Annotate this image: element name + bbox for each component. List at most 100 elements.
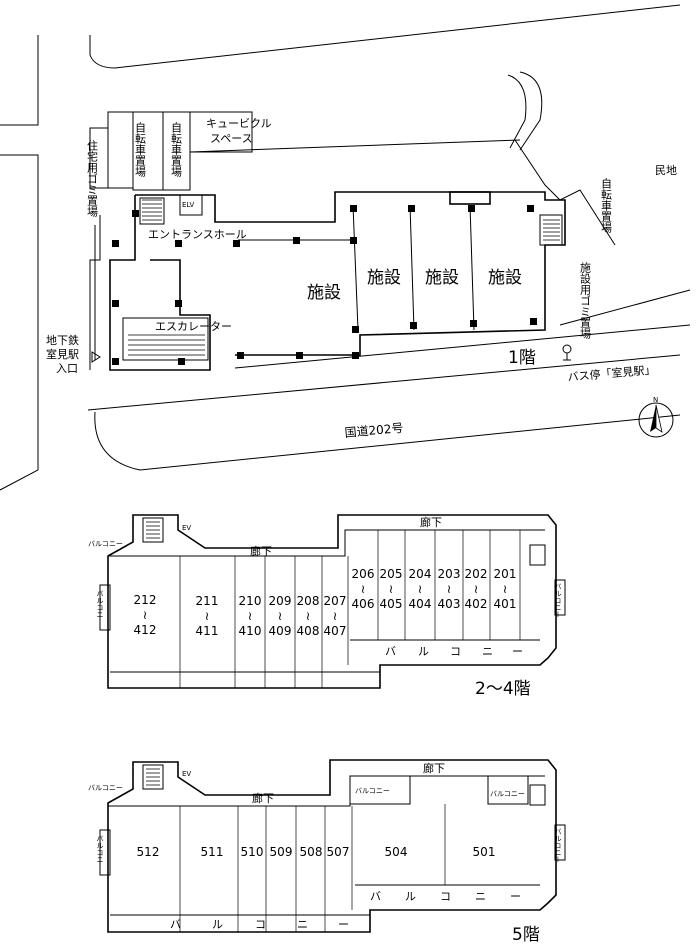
balcony-char: コ xyxy=(450,645,461,658)
road-label: 国道202号 xyxy=(344,421,404,440)
room-range-mark: ≀ xyxy=(389,582,394,596)
corridor-label-floor5-a: 廊下 xyxy=(252,791,274,805)
room-number-lower: 406 xyxy=(352,597,375,611)
room-number-upper: 211 xyxy=(196,594,219,608)
escalator-label: エスカレーター xyxy=(155,320,232,333)
pillar xyxy=(470,320,477,327)
corridor-wall-floor2-4 xyxy=(178,529,545,557)
stairs-left-box xyxy=(139,197,165,225)
room-range-mark: ≀ xyxy=(503,582,508,596)
balcony-top-left-label-floor2-4: バルコニー xyxy=(88,540,123,548)
balcony-char: バ xyxy=(370,890,381,903)
room-number-lower: 402 xyxy=(465,597,488,611)
balcony-mid-label-floor5: バルコニー xyxy=(355,787,390,795)
escalator-steps xyxy=(128,334,205,356)
room-number: 504 xyxy=(385,845,408,859)
pillar xyxy=(112,240,119,247)
building-outline-floor1 xyxy=(135,191,566,356)
stairs-left xyxy=(142,199,162,221)
site-top-boundary xyxy=(89,4,681,69)
pillar xyxy=(350,205,357,212)
pillar xyxy=(112,300,119,307)
room-number-upper: 212 xyxy=(134,593,157,607)
left-balcony-floor5 xyxy=(99,829,111,876)
stairs-floor2-4 xyxy=(142,517,164,543)
facility-notch xyxy=(449,191,491,205)
balcony-char: ー xyxy=(338,918,349,931)
north-label: N xyxy=(653,396,658,404)
cubicle-space-label-1: キュービクル xyxy=(206,117,272,130)
ev-label-floor2-4: EV xyxy=(182,524,191,532)
room-number: 509 xyxy=(270,845,293,859)
bicycle-parking-label-c: 自転車置場 xyxy=(600,178,613,234)
balcony-char: ー xyxy=(510,890,521,903)
room-number-lower: 409 xyxy=(269,624,292,638)
pillar xyxy=(296,352,303,359)
pillar xyxy=(237,352,244,359)
road-edge-top xyxy=(87,354,681,411)
cubicle-space-room xyxy=(189,111,253,153)
room-number-upper: 204 xyxy=(409,567,432,581)
room-range-mark: ≀ xyxy=(447,582,452,596)
cubicle-space-label-2: スペース xyxy=(210,132,253,145)
building-outline-floor5 xyxy=(107,759,557,933)
corridor-label-floor2-4-a: 廊下 xyxy=(250,544,272,558)
bottom-balcony-floor2-4: バ ル コ ニ ー xyxy=(385,645,523,658)
room-range-mark: ≀ xyxy=(205,609,210,623)
curved-path-inner xyxy=(507,74,527,149)
sidewalk-line xyxy=(559,289,691,326)
room-number-upper: 201 xyxy=(494,567,517,581)
balcony-char: バ xyxy=(385,645,396,658)
stairs-floor5 xyxy=(142,764,164,790)
room-number-upper: 206 xyxy=(352,567,375,581)
room-number: 508 xyxy=(300,845,323,859)
left-balcony-floor2-4 xyxy=(99,584,111,631)
pillar xyxy=(178,358,185,365)
stairs-steps-floor5 xyxy=(146,768,160,786)
site-left-block xyxy=(0,35,39,126)
bottom-balcony-floor5-right: バ ル コ ニ ー xyxy=(370,890,521,903)
balcony-char: ル xyxy=(405,890,416,903)
balcony-top-left-label-floor5: バルコニー xyxy=(88,784,123,792)
room-number-upper: 202 xyxy=(465,567,488,581)
room-number-lower: 403 xyxy=(438,597,461,611)
room-number: 512 xyxy=(137,845,160,859)
escalator-block xyxy=(122,317,209,361)
room-range-mark: ≀ xyxy=(306,609,311,623)
room-number-upper: 209 xyxy=(269,594,292,608)
balcony-mid-right-label-floor5: バルコニー xyxy=(490,790,525,798)
subway-label-3: 入口 xyxy=(56,362,78,375)
road-edge-bottom xyxy=(94,411,681,471)
subway-entrance-arrow-icon xyxy=(91,351,101,363)
room-number-lower: 411 xyxy=(196,624,219,638)
balcony-char: ル xyxy=(212,918,223,931)
room-dividers-floor5 xyxy=(179,804,446,932)
building-front-line xyxy=(234,324,691,369)
elevator-box xyxy=(179,194,203,216)
mid-balcony-floor5 xyxy=(349,775,411,805)
balcony-left-label-floor5: バルコニー xyxy=(96,835,104,870)
pillar xyxy=(352,352,359,359)
pillar xyxy=(175,240,182,247)
facility-divider-1 xyxy=(352,204,359,331)
pillar xyxy=(530,318,537,325)
room-number: 501 xyxy=(473,845,496,859)
room-dividers-floor2-4 xyxy=(179,530,521,688)
room-number-lower: 401 xyxy=(494,597,517,611)
stairs-right-floor2-4 xyxy=(529,544,546,566)
pillar xyxy=(527,205,534,212)
balcony-char: ニ xyxy=(482,645,493,658)
room-range-mark: ≀ xyxy=(333,609,338,623)
residential-trash-label: 住宅用ゴミ置場 xyxy=(86,139,99,218)
balcony-char: ル xyxy=(418,645,429,658)
curved-path-outer xyxy=(519,71,543,151)
facility-label-4: 施設 xyxy=(488,268,522,288)
elevator-label: ELV xyxy=(182,201,195,209)
room-number: 510 xyxy=(241,845,264,859)
balcony-char: コ xyxy=(440,890,451,903)
bottom-balcony-floor5-left: バ ル コ ニ ー xyxy=(170,918,349,931)
room-number-lower: 405 xyxy=(380,597,403,611)
bicycle-parking-label-a: 自転車置場 xyxy=(134,122,147,178)
balcony-left-label-floor2-4: バルコニー xyxy=(96,590,104,625)
